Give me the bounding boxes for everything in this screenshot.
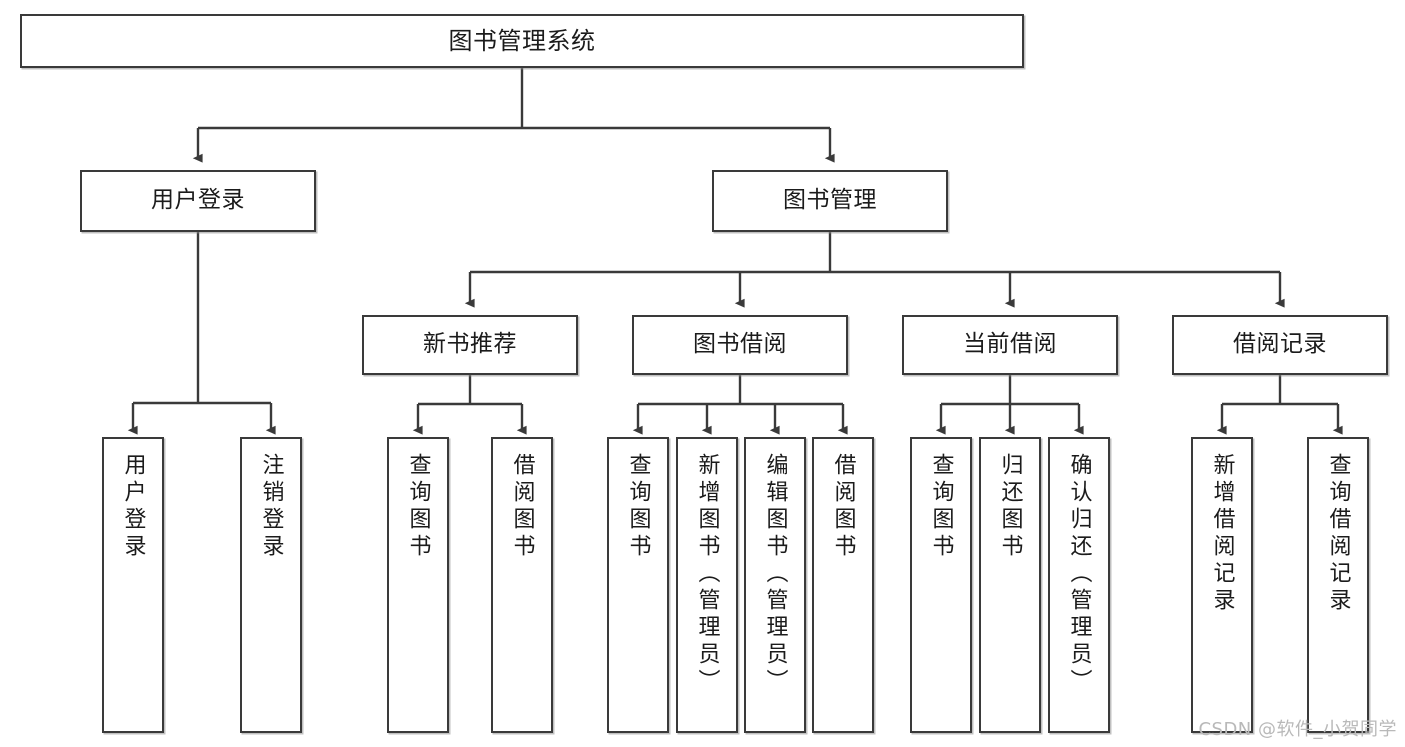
node-label: 图书借阅	[693, 331, 787, 358]
node-current-borrow[interactable]: 当前借阅	[902, 315, 1118, 375]
watermark: CSDN @软件_小贺同学	[1198, 719, 1397, 740]
node-label: 查询图书	[405, 453, 431, 561]
node-label: 查询借阅记录	[1325, 453, 1351, 615]
leaf-borrow-borrow-book[interactable]: 借阅图书	[812, 437, 874, 733]
leaf-recommend-query-book[interactable]: 查询图书	[387, 437, 449, 733]
leaf-record-query-record[interactable]: 查询借阅记录	[1307, 437, 1369, 733]
node-label: 确认归还（管理员）	[1066, 453, 1092, 696]
node-book-management[interactable]: 图书管理	[712, 170, 948, 232]
node-label: 新增借阅记录	[1209, 453, 1235, 615]
node-label: 用户登录	[151, 187, 245, 214]
node-label: 注销登录	[258, 453, 284, 561]
node-label: 新增图书（管理员）	[694, 453, 720, 696]
leaf-user-login-logout[interactable]: 注销登录	[240, 437, 302, 733]
node-label: 用户登录	[120, 453, 146, 561]
node-label: 借阅记录	[1233, 331, 1327, 358]
node-user-login[interactable]: 用户登录	[80, 170, 316, 232]
node-book-borrow[interactable]: 图书借阅	[632, 315, 848, 375]
node-borrow-record[interactable]: 借阅记录	[1172, 315, 1388, 375]
node-label: 图书管理系统	[448, 26, 596, 55]
node-label: 新书推荐	[423, 331, 517, 358]
leaf-user-login-login[interactable]: 用户登录	[102, 437, 164, 733]
node-root-system[interactable]: 图书管理系统	[20, 14, 1024, 68]
leaf-borrow-query-book[interactable]: 查询图书	[607, 437, 669, 733]
node-new-book-recommend[interactable]: 新书推荐	[362, 315, 578, 375]
node-label: 借阅图书	[830, 453, 856, 561]
leaf-record-add-record[interactable]: 新增借阅记录	[1191, 437, 1253, 733]
node-label: 借阅图书	[509, 453, 535, 561]
leaf-borrow-edit-book-admin[interactable]: 编辑图书（管理员）	[744, 437, 806, 733]
leaf-current-return-book[interactable]: 归还图书	[979, 437, 1041, 733]
leaf-current-confirm-return-admin[interactable]: 确认归还（管理员）	[1048, 437, 1110, 733]
leaf-borrow-add-book-admin[interactable]: 新增图书（管理员）	[676, 437, 738, 733]
node-label: 查询图书	[928, 453, 954, 561]
node-label: 编辑图书（管理员）	[762, 453, 788, 696]
node-label: 归还图书	[997, 453, 1023, 561]
node-label: 图书管理	[783, 187, 877, 214]
leaf-current-query-book[interactable]: 查询图书	[910, 437, 972, 733]
node-label: 当前借阅	[963, 331, 1057, 358]
leaf-recommend-borrow-book[interactable]: 借阅图书	[491, 437, 553, 733]
node-label: 查询图书	[625, 453, 651, 561]
